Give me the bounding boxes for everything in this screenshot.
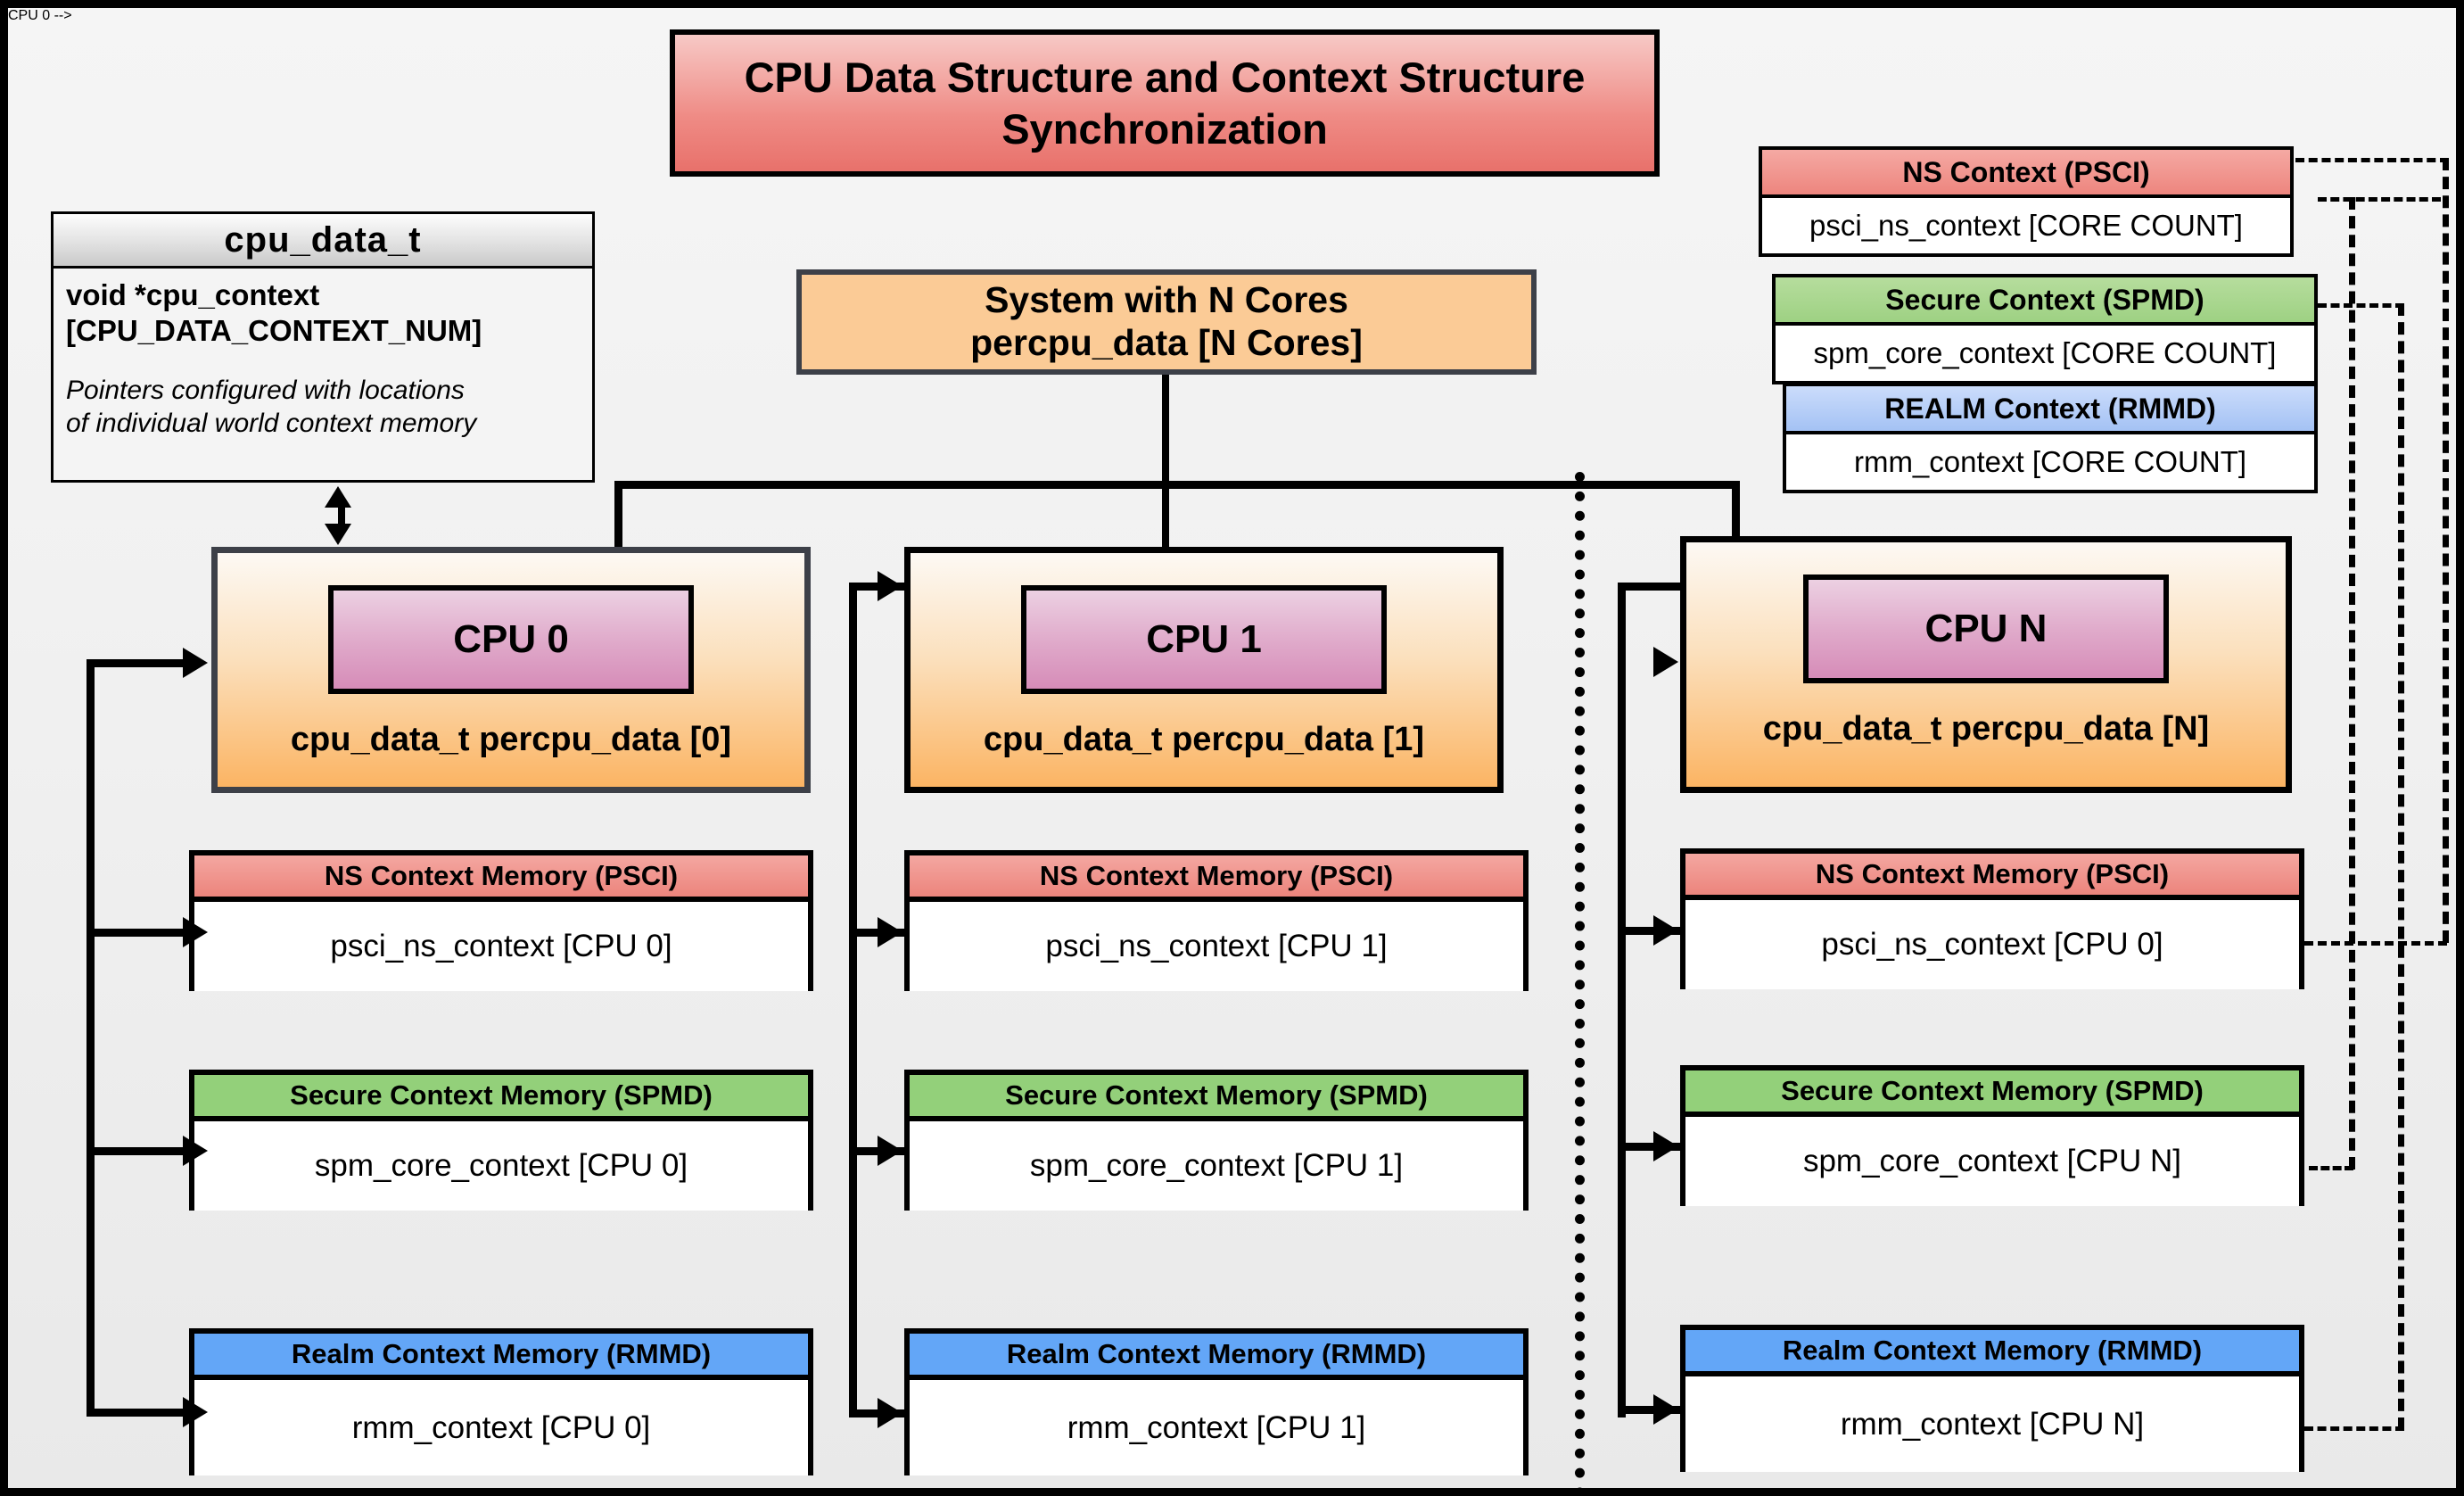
cpu-data-link-dash [338, 504, 345, 524]
cpu-1-secure-body: spm_core_context [CPU 1] [910, 1121, 1523, 1211]
cpu-n-ns-body: psci_ns_context [CPU 0] [1685, 900, 2299, 989]
cpu-data-t-body: void *cpu_context [CPU_DATA_CONTEXT_NUM]… [54, 269, 592, 440]
cpu-0-ns-context-memory: NS Context Memory (PSCI) psci_ns_context… [189, 850, 813, 991]
cpu-0-bus-stub-ns [95, 929, 188, 937]
cpu-core-1: CPU 1 cpu_data_t percpu_data [1] [904, 547, 1504, 793]
dashed-realm-bottom [2304, 1426, 2404, 1431]
cpu-core-n-chip: CPU N [1803, 574, 2169, 683]
dashed-secure-top [2318, 197, 2441, 202]
summary-context-secure: Secure Context (SPMD) spm_core_context [… [1772, 274, 2318, 384]
cpu-n-ns-context-memory: NS Context Memory (PSCI) psci_ns_context… [1680, 848, 2304, 989]
cpu-n-arrow-ns [1653, 915, 1678, 946]
cpu-data-link-arrow-down [325, 524, 351, 545]
system-line2: percpu_data [N Cores] [970, 322, 1363, 363]
summary-context-realm-header: REALM Context (RMMD) [1786, 386, 2314, 434]
cpu-1-arrow-secure [878, 1136, 902, 1166]
cpu-n-arrow-secure [1653, 1131, 1678, 1161]
cpu-core-0-chip: CPU 0 [328, 585, 694, 694]
summary-context-realm-body: rmm_context [CORE COUNT] [1786, 434, 2314, 490]
dashed-secure-vertical [2349, 197, 2355, 1170]
system-bus [614, 481, 1740, 489]
summary-context-secure-header: Secure Context (SPMD) [1776, 277, 2314, 326]
system-stem [1162, 375, 1169, 486]
cpu-0-arrow-core [183, 648, 208, 678]
summary-context-ns: NS Context (PSCI) psci_ns_context [CORE … [1759, 146, 2294, 257]
cpu-0-secure-header: Secure Context Memory (SPMD) [194, 1075, 808, 1121]
summary-context-ns-body: psci_ns_context [CORE COUNT] [1762, 198, 2290, 253]
cpu-n-bus-stub-secure [1626, 1143, 1680, 1151]
cpu-n-ns-header: NS Context Memory (PSCI) [1685, 854, 2299, 900]
system-box: System with N Cores percpu_data [N Cores… [796, 269, 1537, 375]
cpu-1-ns-header: NS Context Memory (PSCI) [910, 855, 1523, 902]
system-drop-left [614, 481, 622, 579]
column-separator [1575, 472, 1585, 1488]
cpu-0-ns-header: NS Context Memory (PSCI) [194, 855, 808, 902]
cpu-n-secure-header: Secure Context Memory (SPMD) [1685, 1070, 2299, 1117]
summary-context-secure-body: spm_core_context [CORE COUNT] [1776, 326, 2314, 381]
cpu-data-t-field-line1: void *cpu_context [66, 278, 320, 311]
cpu-core-n: CPU N cpu_data_t percpu_data [N] [1680, 536, 2292, 793]
cpu-1-secure-context-memory: Secure Context Memory (SPMD) spm_core_co… [904, 1070, 1529, 1211]
cpu-0-secure-context-memory: Secure Context Memory (SPMD) spm_core_co… [189, 1070, 813, 1211]
dashed-realm-top [2318, 303, 2404, 308]
cpu-0-bus-vertical [87, 659, 95, 1417]
cpu-data-t-field-line2: [CPU_DATA_CONTEXT_NUM] [66, 313, 482, 347]
cpu-1-realm-context-memory: Realm Context Memory (RMMD) rmm_context … [904, 1328, 1529, 1475]
cpu-1-bus-stub-core [849, 583, 904, 591]
cpu-n-bus-stub-core [1618, 583, 1680, 591]
cpu-0-realm-body: rmm_context [CPU 0] [194, 1380, 808, 1475]
cpu-core-0: CPU 0 cpu_data_t percpu_data [0] [211, 547, 811, 793]
cpu-1-realm-header: Realm Context Memory (RMMD) [910, 1334, 1523, 1380]
cpu-n-arrow-core [1653, 647, 1678, 677]
dashed-ns-bottom [2304, 941, 2447, 946]
system-line1: System with N Cores [985, 279, 1348, 321]
cpu-data-t-box: cpu_data_t void *cpu_context [CPU_DATA_C… [51, 211, 595, 483]
cpu-1-arrow-ns [878, 917, 902, 947]
cpu-n-secure-body: spm_core_context [CPU N] [1685, 1117, 2299, 1206]
system-drop-center [1162, 481, 1169, 577]
cpu-0-bus-stub-realm [87, 1409, 188, 1417]
cpu-0-realm-context-memory: Realm Context Memory (RMMD) rmm_context … [189, 1328, 813, 1475]
cpu-0-realm-header: Realm Context Memory (RMMD) [194, 1334, 808, 1380]
cpu-n-realm-context-memory: Realm Context Memory (RMMD) rmm_context … [1680, 1325, 2304, 1472]
cpu-1-realm-body: rmm_context [CPU 1] [910, 1380, 1523, 1475]
cpu-n-bus-stub-ns [1626, 927, 1680, 935]
system-drop-right [1732, 481, 1740, 579]
cpu-0-secure-body: spm_core_context [CPU 0] [194, 1121, 808, 1211]
dashed-realm-vertical [2398, 303, 2404, 1430]
cpu-n-realm-header: Realm Context Memory (RMMD) [1685, 1330, 2299, 1376]
cpu-1-ns-context-memory: NS Context Memory (PSCI) psci_ns_context… [904, 850, 1529, 991]
cpu-core-1-label: cpu_data_t percpu_data [1] [983, 721, 1425, 758]
cpu-1-bus-vertical [849, 583, 857, 1417]
cpu-1-arrow-core [878, 571, 902, 601]
diagram-title: CPU Data Structure and Context Structure… [670, 29, 1660, 177]
cpu-n-arrow-realm [1653, 1394, 1678, 1425]
cpu-core-0-label: cpu_data_t percpu_data [0] [290, 721, 732, 758]
cpu-n-realm-body: rmm_context [CPU N] [1685, 1376, 2299, 1472]
cpu-core-n-label: cpu_data_t percpu_data [N] [1762, 710, 2210, 748]
cpu-0-bus-stub-core [87, 659, 188, 667]
cpu-1-bus-stub-realm [849, 1409, 904, 1417]
dashed-secure-bottom [2309, 1166, 2353, 1170]
cpu-0-arrow-secure [183, 1136, 208, 1166]
cpu-n-secure-context-memory: Secure Context Memory (SPMD) spm_core_co… [1680, 1065, 2304, 1206]
cpu-1-ns-body: psci_ns_context [CPU 1] [910, 902, 1523, 991]
summary-context-ns-header: NS Context (PSCI) [1762, 150, 2290, 198]
cpu-n-bus-vertical [1618, 583, 1626, 1417]
cpu-1-arrow-realm [878, 1398, 902, 1428]
cpu-1-secure-header: Secure Context Memory (SPMD) [910, 1075, 1523, 1121]
summary-context-realm: REALM Context (RMMD) rmm_context [CORE C… [1783, 383, 2318, 493]
dashed-ns-vertical [2443, 158, 2449, 943]
cpu-data-t-note-line1: Pointers configured with locations [66, 376, 465, 406]
cpu-n-bus-stub-realm [1618, 1406, 1680, 1414]
cpu-0-arrow-realm [183, 1397, 208, 1427]
cpu-core-1-chip: CPU 1 [1021, 585, 1387, 694]
cpu-data-t-header: cpu_data_t [54, 214, 592, 269]
cpu-0-ns-body: psci_ns_context [CPU 0] [194, 902, 808, 991]
cpu-0-arrow-ns [183, 917, 208, 947]
cpu-0-bus-stub-secure [95, 1147, 188, 1155]
cpu-data-t-note-line2: of individual world context memory [66, 408, 477, 438]
dashed-ns-top [2295, 158, 2449, 162]
